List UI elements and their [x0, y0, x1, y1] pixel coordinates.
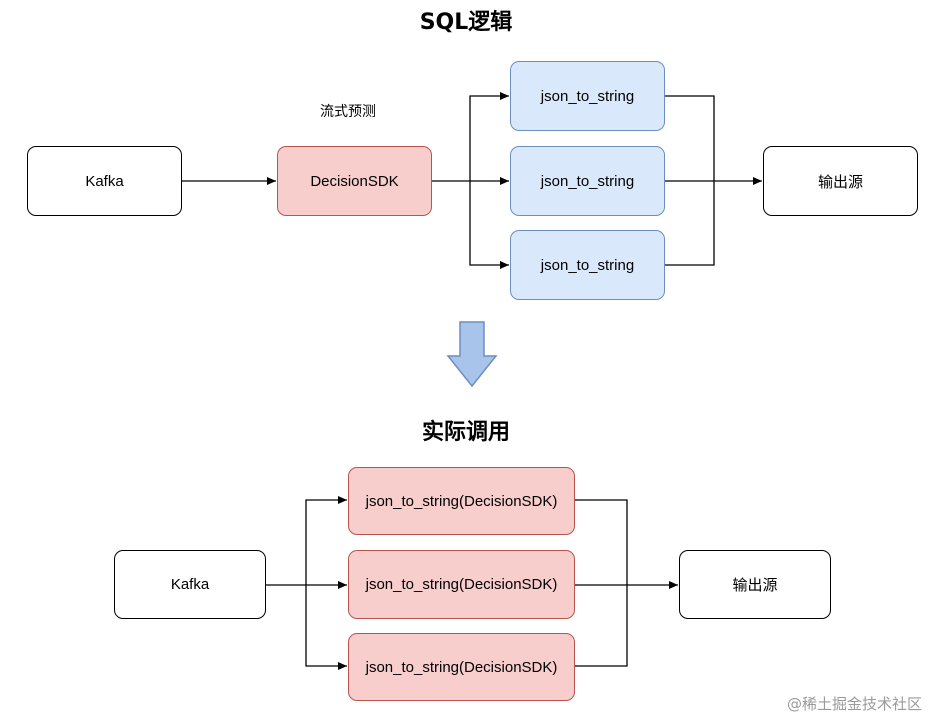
top-branch-node-2: json_to_string [510, 146, 665, 216]
bottom-title: 实际调用 [421, 420, 510, 445]
top-title: SQL逻辑 [419, 10, 513, 35]
edge-bottom-branch-3-to-sink [575, 585, 628, 667]
edge-kafka-to-bottom-branch-3 [305, 585, 347, 670]
bottom-kafka-node: Kafka [114, 550, 266, 619]
top-branch-node-3: json_to_string [510, 230, 665, 300]
top-sink-node: 输出源 [763, 146, 918, 216]
top-kafka-node: Kafka [27, 146, 182, 216]
down-arrow-icon [446, 321, 498, 388]
edge-kafka-to-bottom-branch-1 [266, 496, 347, 586]
top-branch-node-1: json_to_string [510, 61, 665, 131]
edge-branch-3-to-sink [665, 181, 715, 266]
edge-decisionsdk-to-branch-1 [432, 92, 509, 182]
bottom-sink-node: 输出源 [679, 550, 831, 619]
edge-decisionsdk-to-branch-3 [469, 181, 509, 269]
bottom-branch-node-1: json_to_string(DecisionSDK) [348, 467, 575, 535]
bottom-branch-node-3: json_to_string(DecisionSDK) [348, 633, 575, 701]
edge-bottom-branch-1-to-sink [575, 499, 628, 585]
watermark: @稀土掘金技术社区 [786, 695, 922, 713]
edge-branch-1-to-sink [665, 95, 715, 181]
decisionsdk-node: DecisionSDK [277, 146, 432, 216]
bottom-branch-node-2: json_to_string(DecisionSDK) [348, 550, 575, 619]
stream-prediction-label: 流式预测 [320, 104, 376, 120]
